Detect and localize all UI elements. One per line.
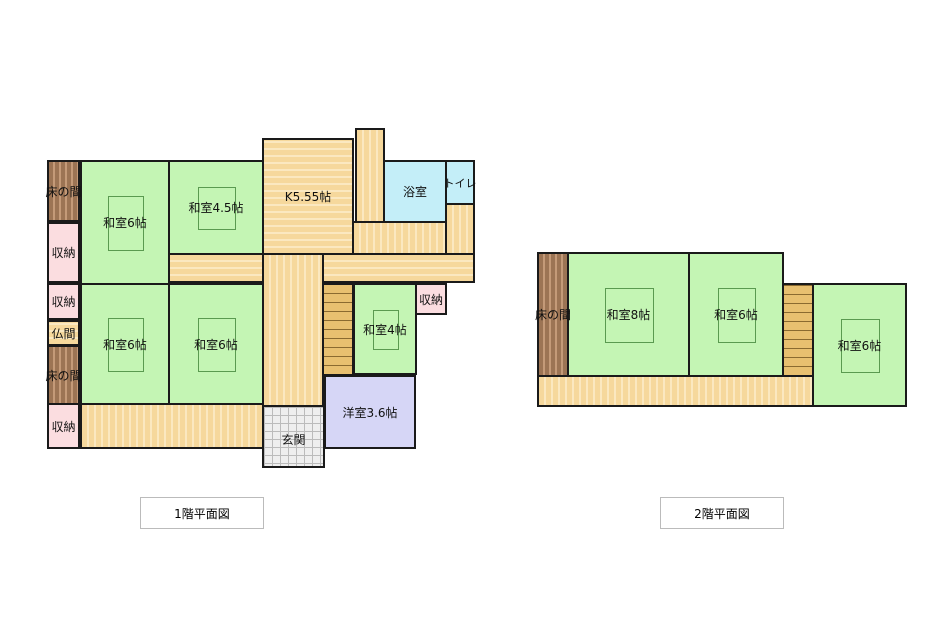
tokonoma-bottom: 床の間 <box>45 345 82 405</box>
room-label: 浴室 <box>402 185 427 199</box>
closet-d: 収納 <box>47 403 80 449</box>
room-label: 和室4.5帖 <box>188 201 244 215</box>
tokonoma: 床の間 <box>535 252 572 377</box>
stairs <box>782 283 814 377</box>
room-label: 和室6帖 <box>103 337 147 352</box>
central-corridor <box>262 253 324 407</box>
butsuma: 仏間 <box>47 320 80 346</box>
room-label: 収納 <box>51 295 76 309</box>
room-label: 和室6帖 <box>103 216 147 230</box>
room-label: 洋室3.6帖 <box>342 405 398 420</box>
room-label: 和室6帖 <box>194 337 238 352</box>
washitsu-4-5: 和室4.5帖 <box>168 160 264 255</box>
room-label: 和室8帖 <box>606 308 651 322</box>
washitsu-6-a: 和室6帖 <box>80 160 170 285</box>
closet-c: 収納 <box>415 283 447 315</box>
room-label: 和室6帖 <box>837 338 882 353</box>
corridor <box>537 375 814 407</box>
closet-b: 収納 <box>47 283 80 320</box>
stairs <box>322 283 354 376</box>
washitsu-8: 和室8帖 <box>567 252 690 377</box>
engawa <box>80 403 264 449</box>
youshitsu: 洋室3.6帖 <box>324 375 416 449</box>
room-label: 床の間 <box>535 308 572 322</box>
room-label: K5.55帖 <box>284 190 332 204</box>
room-label: トイレ <box>443 176 477 190</box>
room-label: 収納 <box>418 292 443 307</box>
closet-a: 収納 <box>47 222 80 283</box>
room-label: 玄関 <box>281 433 306 447</box>
washitsu-6-b: 和室6帖 <box>812 283 907 407</box>
room-label: 和室4帖 <box>363 322 407 337</box>
room-label: 和室6帖 <box>714 308 758 322</box>
genkan: 玄関 <box>262 405 325 468</box>
tokonoma-top: 床の間 <box>45 160 82 222</box>
kitchen: K5.55帖 <box>262 138 354 255</box>
washitsu-6-c: 和室6帖 <box>168 283 264 405</box>
room-label: 収納 <box>51 419 76 434</box>
bath: 浴室 <box>383 160 447 223</box>
room-label: 仏間 <box>51 326 76 341</box>
room-label: 収納 <box>51 246 76 260</box>
washitsu-4: 和室4帖 <box>353 283 417 375</box>
room-label: 床の間 <box>45 368 82 383</box>
room-label: 床の間 <box>45 184 82 199</box>
floor1-caption: 1階平面図 <box>140 497 264 529</box>
washitsu-6-a: 和室6帖 <box>688 252 784 377</box>
floor2-caption: 2階平面図 <box>660 497 784 529</box>
washitsu-6-b: 和室6帖 <box>80 283 170 405</box>
toilet: トイレ <box>443 160 477 205</box>
